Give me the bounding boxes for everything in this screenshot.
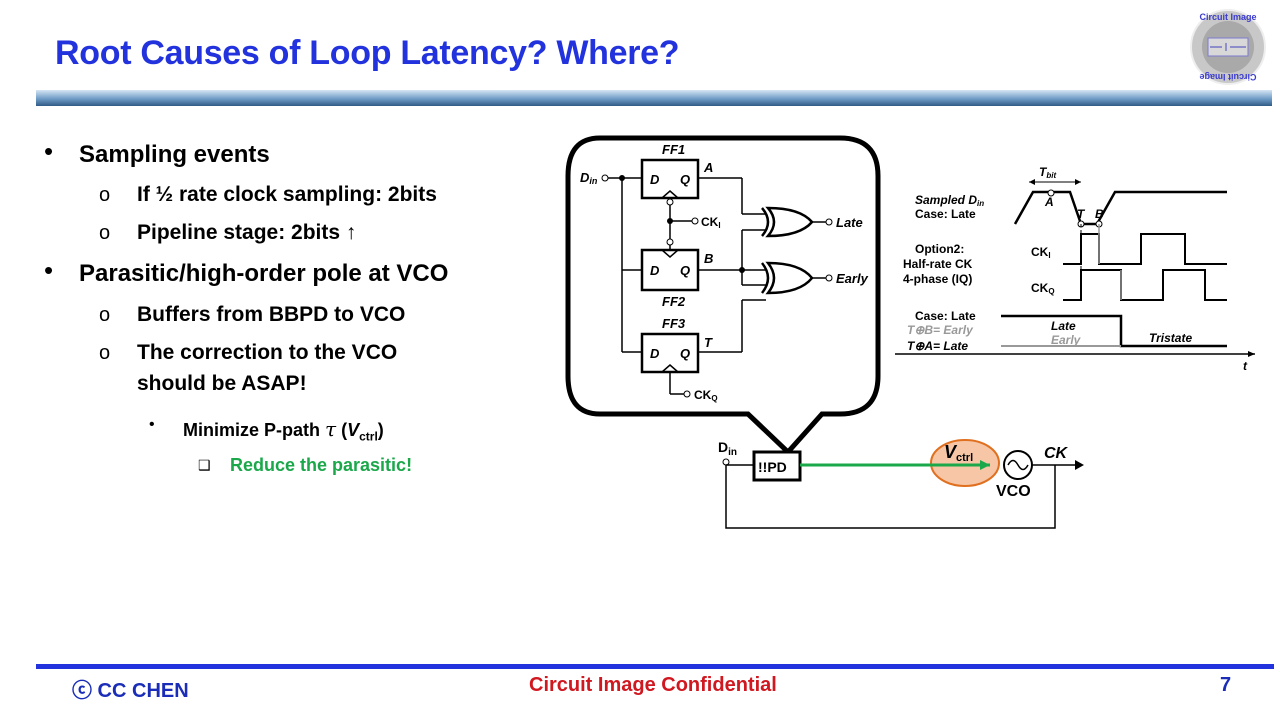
svg-text:D: D [650, 172, 660, 187]
logo-top-text: Circuit Image [1199, 12, 1256, 22]
flipflop-callout-diagram: Din FF1 D Q A CKI D Q FF2 B FF3 D Q T CK… [565, 135, 881, 456]
late-region-label: Late [1051, 319, 1076, 333]
tristate-label: Tristate [1149, 331, 1192, 345]
ff3-label: FF3 [662, 316, 686, 331]
vctrl-label: Vctrl [944, 442, 973, 464]
time-axis-label: t [1243, 359, 1248, 373]
vctrl-ellipse [930, 439, 1000, 487]
xor-gate-early [760, 261, 814, 295]
cki-wave-label: CKI [1031, 245, 1051, 260]
bullet-parasitic-pole: Parasitic/high-order pole at VCO [79, 260, 449, 287]
bullet-reduce-parasitic: Reduce the parasitic! [230, 455, 413, 475]
vco-label: VCO [996, 483, 1031, 500]
cki-label: CKI [701, 215, 721, 230]
svg-text:B: B [1095, 207, 1104, 221]
ckq-waveform [1063, 269, 1227, 301]
ff3-output-t: T [704, 335, 713, 350]
bullet-correction-line2: should be ASAP! [137, 372, 307, 395]
square-bullet: ❑ [198, 457, 211, 473]
option2-label: Option2: [915, 242, 964, 256]
bullet-buffers: Buffers from BBPD to VCO [137, 303, 406, 326]
bullet-dot: • [44, 136, 54, 166]
circle-bullet: o [99, 184, 111, 206]
small-bullet-dot: • [149, 416, 155, 433]
case-late-label: Case: Late [915, 207, 976, 221]
ff2-output-b: B [704, 251, 713, 266]
svg-text:D: D [650, 346, 660, 361]
bullet-sampling-events: Sampling events [79, 141, 270, 168]
bullet-half-rate-sampling: If ½ rate clock sampling: 2bits [137, 183, 437, 206]
t-xor-a-label: T⊕A= Late [907, 339, 968, 353]
svg-text:A: A [1044, 195, 1054, 209]
bullet-pipeline-stage: Pipeline stage: 2bits ↑ [137, 221, 357, 244]
loop-din-label: Din [718, 439, 737, 458]
t-xor-b-label: T⊕B= Early [907, 323, 974, 337]
svg-text:Q: Q [680, 346, 690, 361]
logo-bottom-text: Circuit Image [1199, 72, 1256, 82]
din-label: Din [580, 170, 598, 186]
four-phase-label: 4-phase (IQ) [903, 272, 972, 286]
ckq-wave-label: CKQ [1031, 281, 1055, 296]
circle-bullet: o [99, 342, 111, 364]
cki-waveform [1063, 233, 1227, 265]
circle-bullet: o [99, 304, 111, 326]
timing-diagram: Tbit Sampled Din Case: Late A T B Option… [895, 165, 1255, 373]
pll-loop-diagram: Din !!PD Vctrl VCO CK [718, 439, 1084, 529]
feedback-path [725, 465, 1056, 529]
footer-author: ⓒ CC CHEN [72, 680, 189, 702]
early-region-label: Early [1051, 333, 1082, 347]
slide-title: Root Causes of Loop Latency? Where? [55, 34, 680, 72]
xor-gate-late [761, 206, 814, 238]
tbit-label: Tbit [1039, 165, 1056, 180]
circuit-image-logo: Circuit Image Circuit Image [1190, 9, 1266, 85]
ff1-label: FF1 [662, 142, 685, 157]
title-divider-bar [36, 90, 1272, 106]
footer-confidential: Circuit Image Confidential [529, 674, 777, 696]
footer-divider [36, 664, 1274, 669]
callout-bubble [565, 135, 881, 456]
bullet-minimize-p-path: Minimize P-path τ (Vctrl) [183, 417, 384, 444]
bullet-dot: • [44, 255, 54, 285]
sampled-din-label: Sampled Din [915, 193, 984, 208]
bbpd-block [752, 450, 802, 482]
ff2-label: FF2 [662, 294, 686, 309]
bbpd-label: !!PD [758, 459, 787, 475]
page-number: 7 [1220, 674, 1232, 696]
ckq-label: CKQ [694, 388, 718, 403]
svg-text:Q: Q [680, 263, 690, 278]
case-late-2-label: Case: Late [915, 309, 976, 323]
late-output-label: Late [836, 215, 863, 230]
svg-text:Q: Q [680, 172, 690, 187]
late-waveform [1001, 314, 1227, 348]
early-output-label: Early [836, 271, 869, 286]
ff1-output-a: A [703, 160, 713, 175]
svg-text:D: D [650, 263, 660, 278]
svg-text:T: T [1077, 207, 1086, 221]
circle-bullet: o [99, 222, 111, 244]
ck-output-label: CK [1044, 445, 1069, 462]
bullet-correction-line1: The correction to the VCO [137, 341, 398, 364]
half-rate-label: Half-rate CK [903, 257, 973, 271]
